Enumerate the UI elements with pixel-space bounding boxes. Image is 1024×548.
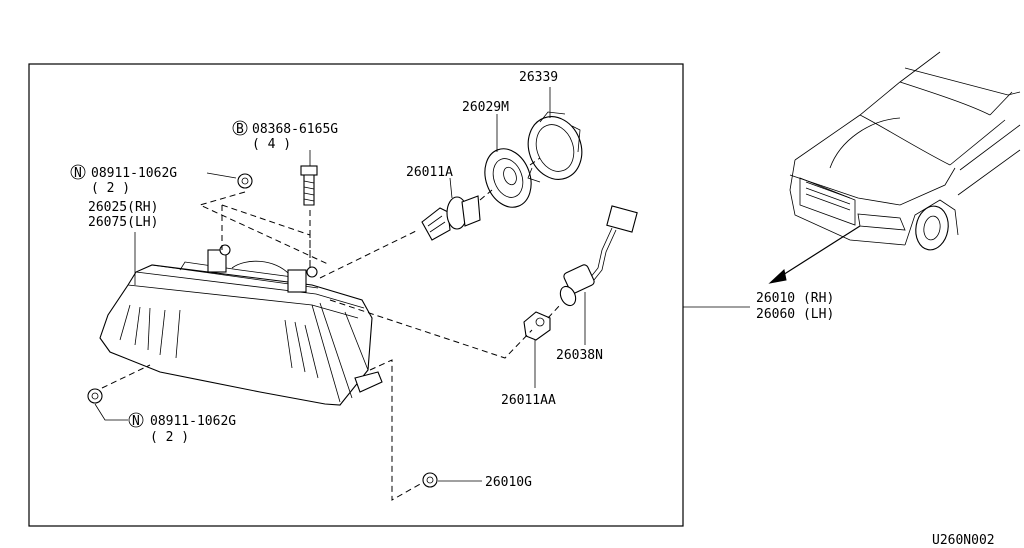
dust-cap [527,111,583,183]
socket-ring-label: 26029M [462,100,509,115]
nut-bottom-quantity: ( 2 ) [150,430,189,445]
assembly-guide-lines [101,157,561,501]
bolt-quantity: ( 4 ) [252,137,291,152]
bolt-part-number: 08368-6165G [252,122,338,137]
side-bulb-label: 26011AA [501,393,556,408]
nut-bottom-code: N [132,414,140,429]
car-location-sketch [768,51,1021,284]
clip-label: 26010G [485,475,532,490]
side-bulb [523,311,551,341]
harness-label: 26038N [556,348,603,363]
headlamp-housing [99,244,383,406]
clip-part [422,472,438,488]
cap-label: 26339 [519,70,558,85]
assembly-rh-label: 26010 (RH) [756,291,834,306]
nut-top-quantity: ( 2 ) [91,181,130,196]
housing-lh-label: 26075(LH) [88,215,158,230]
side-harness [559,205,638,307]
callout-nut-top: N 08911-1062G ( 2 ) [70,164,177,196]
nut-bottom-part-number: 08911-1062G [150,414,236,429]
nut-top-code: N [74,166,82,181]
socket-ring [484,148,532,208]
parts-frame [28,63,684,527]
bulb-label: 26011A [406,165,453,180]
assembly-lh-label: 26060 (LH) [756,307,834,322]
housing-rh-label: 26025(RH) [88,200,158,215]
nut-bottom [87,388,103,404]
callout-nut-bottom: N 08911-1062G ( 2 ) [128,412,236,445]
main-bulb [421,195,481,241]
nut-top [237,173,253,189]
callout-bolt: B 08368-6165G ( 4 ) [232,120,338,152]
nut-top-part-number: 08911-1062G [91,166,177,181]
leader-lines [94,87,750,482]
diagram-id: U260N002 [932,533,995,548]
bolt-code: B [236,122,244,137]
bolt-part [300,165,318,206]
